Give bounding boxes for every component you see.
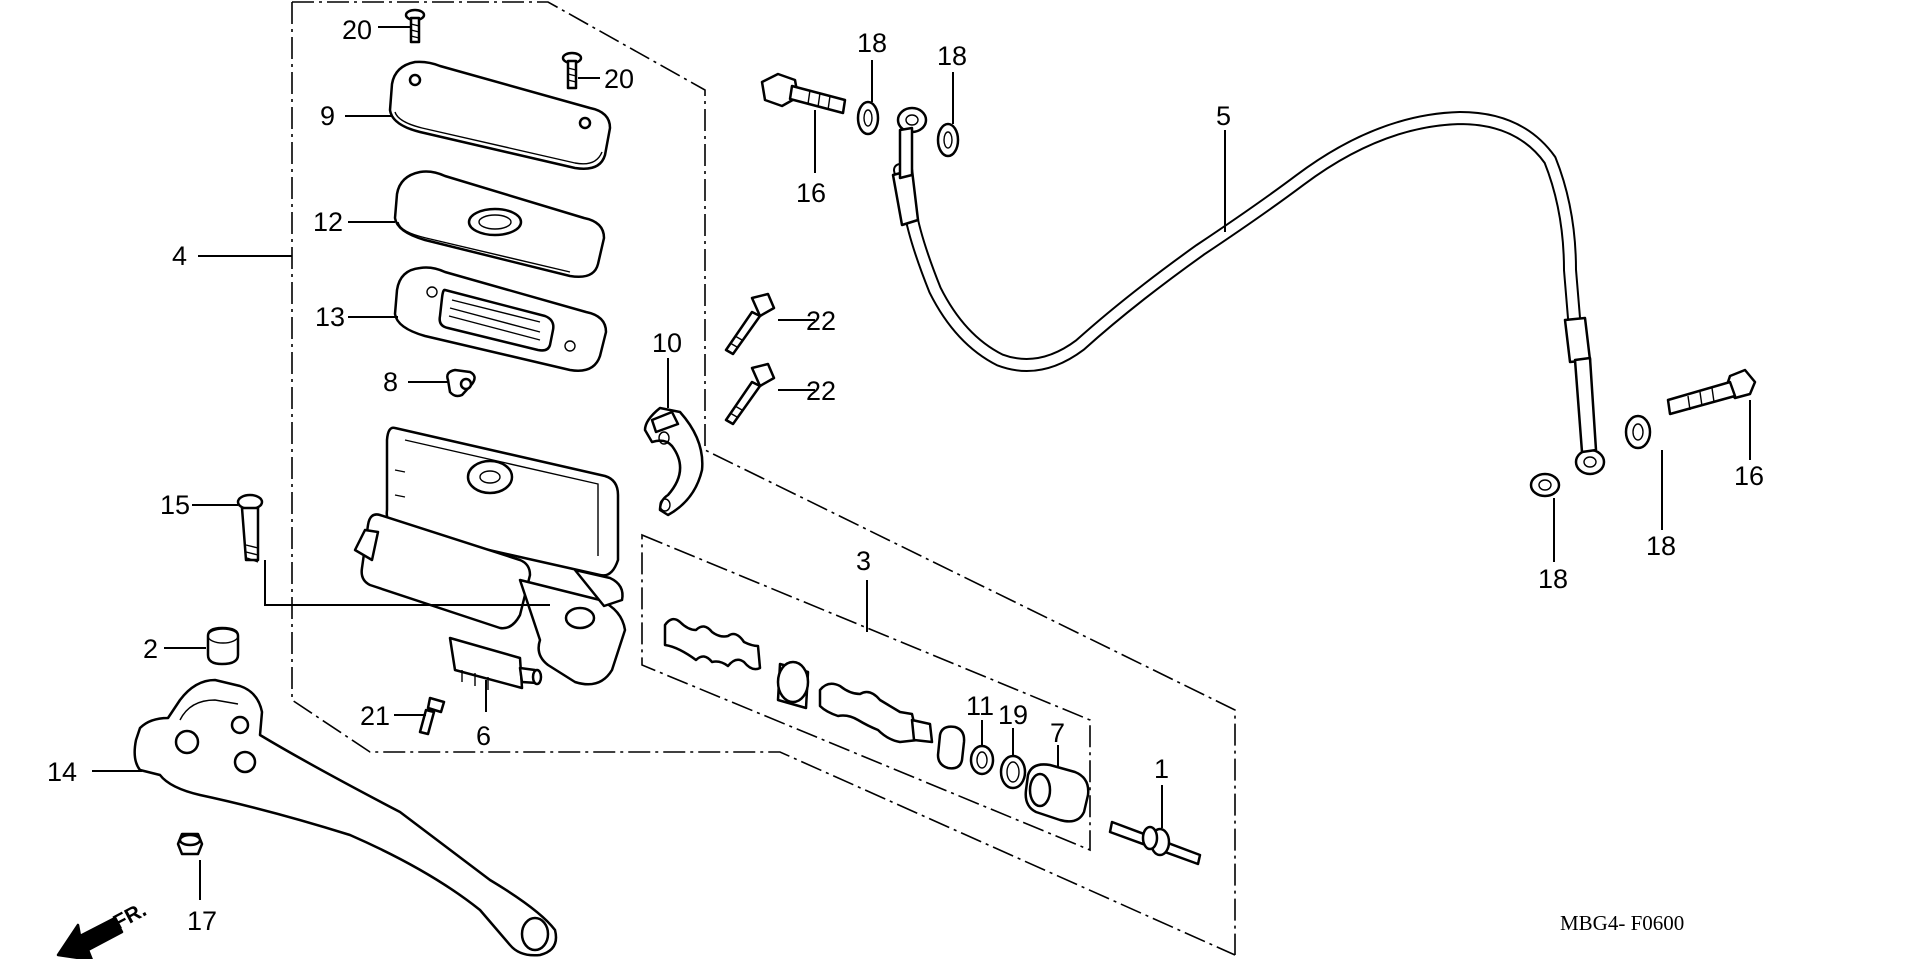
callout-12: 12 xyxy=(313,207,343,237)
push-rod xyxy=(1108,820,1202,866)
piston-set-outline xyxy=(641,533,1091,852)
banjo-bolt-16-lower xyxy=(1666,368,1757,416)
diaphragm xyxy=(393,266,608,372)
callout-18-c: 18 xyxy=(1538,564,1568,594)
callout-2: 2 xyxy=(143,634,158,664)
banjo-bolt-16-upper xyxy=(760,72,847,115)
callout-19: 19 xyxy=(998,700,1028,730)
callout-16-upper: 16 xyxy=(796,178,826,208)
seal-11 xyxy=(969,744,995,776)
callout-21: 21 xyxy=(360,701,390,731)
callout-7: 7 xyxy=(1050,718,1065,748)
screw-20-top xyxy=(404,8,426,44)
callout-17: 17 xyxy=(187,906,217,936)
piston-cup-b xyxy=(936,725,966,770)
diaphragm-plate xyxy=(393,170,606,278)
callout-22-upper: 22 xyxy=(806,306,836,336)
master-cylinder-group-outline xyxy=(291,1,1236,956)
callout-20-top: 20 xyxy=(342,15,372,45)
callout-18-b: 18 xyxy=(937,41,967,71)
leader-lines xyxy=(92,26,1751,900)
callout-3: 3 xyxy=(856,546,871,576)
dust-boot xyxy=(206,626,240,666)
bolt-22-lower xyxy=(724,362,776,426)
callout-labels: 20 20 9 12 13 8 4 15 2 14 17 21 6 10 22 … xyxy=(47,15,1764,936)
callout-16-lower: 16 xyxy=(1734,461,1764,491)
callout-9: 9 xyxy=(320,101,335,131)
callout-20-right: 20 xyxy=(604,64,634,94)
screw-20-right xyxy=(561,51,583,90)
callout-5: 5 xyxy=(1216,101,1231,131)
callout-10: 10 xyxy=(652,328,682,358)
boot-7 xyxy=(1024,763,1090,823)
callout-14: 14 xyxy=(47,757,77,787)
master-cylinder-body xyxy=(353,426,627,686)
bolt-22-upper xyxy=(724,292,776,356)
washer-18-c xyxy=(1529,472,1561,498)
callout-18-d: 18 xyxy=(1646,531,1676,561)
front-direction-arrow: FR. xyxy=(56,898,150,959)
callout-22-lower: 22 xyxy=(806,376,836,406)
washer-18-a xyxy=(856,100,880,136)
callout-1: 1 xyxy=(1154,754,1169,784)
callout-18-a: 18 xyxy=(857,28,887,58)
washer-18-d xyxy=(1624,414,1652,450)
lever-nut xyxy=(176,832,204,856)
screw-21 xyxy=(418,696,446,736)
float-clip xyxy=(446,368,476,398)
hose-banjo-lower xyxy=(1573,356,1606,476)
callout-6: 6 xyxy=(476,721,491,751)
clutch-switch xyxy=(448,636,543,690)
pivot-bolt xyxy=(236,493,264,563)
callout-13: 13 xyxy=(315,302,345,332)
diagram-code: MBG4- F0600 xyxy=(1560,911,1684,935)
piston-cup-a xyxy=(776,660,810,710)
lever-holder xyxy=(643,406,704,517)
callout-8: 8 xyxy=(383,367,398,397)
clutch-lever xyxy=(133,678,558,957)
piston-set-spring xyxy=(663,617,762,671)
snap-ring-19 xyxy=(999,754,1027,790)
callout-11: 11 xyxy=(966,691,994,721)
washer-18-b xyxy=(936,122,960,158)
clutch-hose xyxy=(891,110,1592,372)
hose-banjo-upper xyxy=(896,106,928,180)
reservoir-cap xyxy=(388,60,612,170)
piston-body xyxy=(818,682,934,744)
callout-15: 15 xyxy=(160,490,190,520)
callout-4: 4 xyxy=(172,241,187,271)
